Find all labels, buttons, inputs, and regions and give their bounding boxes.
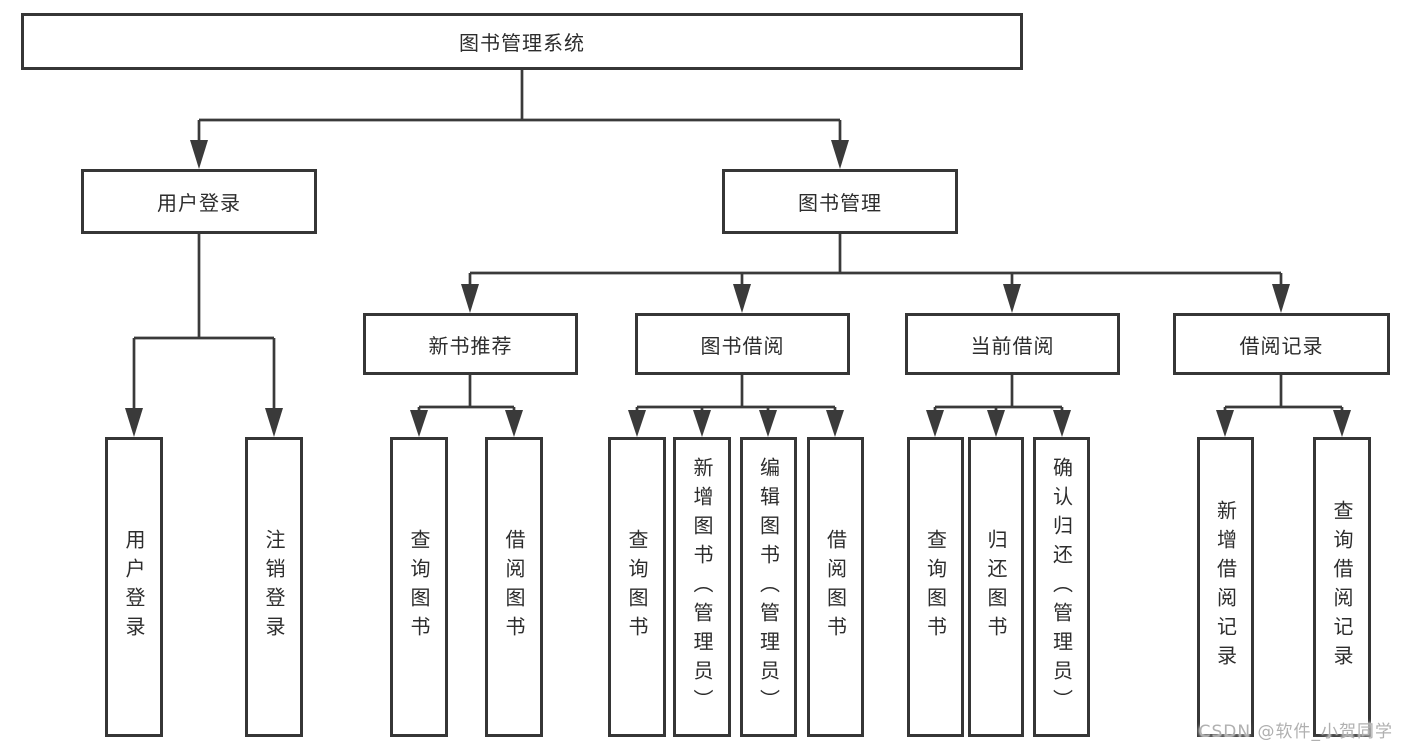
leaf-query-borrow-record: 查询借阅记录 <box>1313 437 1371 737</box>
leaf-confirm-return-admin: 确认归还（管理员） <box>1033 437 1090 737</box>
leaf-query-books-current: 查询图书 <box>907 437 964 737</box>
leaf-return-book-label: 归还图书 <box>984 529 1008 645</box>
node-book-management: 图书管理 <box>722 169 958 234</box>
leaf-add-borrow-record: 新增借阅记录 <box>1197 437 1254 737</box>
leaf-borrow-books-label: 借阅图书 <box>823 529 848 645</box>
leaf-add-book-admin: 新增图书（管理员） <box>673 437 731 737</box>
leaf-user-login: 用户登录 <box>105 437 163 737</box>
leaf-borrow-books: 借阅图书 <box>807 437 864 737</box>
leaf-edit-book-admin: 编辑图书（管理员） <box>740 437 797 737</box>
csdn-watermark: CSDN @软件_小贺同学 <box>1198 722 1393 742</box>
leaf-query-books-recommend: 查询图书 <box>390 437 448 737</box>
leaf-confirm-return-admin-label: 确认归还（管理员） <box>1049 456 1074 718</box>
leaf-query-books-borrow: 查询图书 <box>608 437 666 737</box>
leaf-edit-book-admin-label: 编辑图书（管理员） <box>756 456 781 718</box>
leaf-borrow-books-recommend: 借阅图书 <box>485 437 543 737</box>
leaf-query-borrow-record-label: 查询借阅记录 <box>1330 500 1354 674</box>
node-root-system: 图书管理系统 <box>21 13 1023 70</box>
leaf-borrow-books-recommend-label: 借阅图书 <box>502 529 526 645</box>
node-new-book-recommend: 新书推荐 <box>363 313 578 375</box>
leaf-add-borrow-record-label: 新增借阅记录 <box>1213 500 1238 674</box>
node-book-borrow: 图书借阅 <box>635 313 850 375</box>
leaf-user-login-label: 用户登录 <box>122 529 146 645</box>
leaf-query-books-current-label: 查询图书 <box>923 529 948 645</box>
leaf-logout: 注销登录 <box>245 437 303 737</box>
leaf-query-books-borrow-label: 查询图书 <box>625 529 649 645</box>
leaf-query-books-recommend-label: 查询图书 <box>407 529 431 645</box>
node-current-borrow: 当前借阅 <box>905 313 1120 375</box>
leaf-return-book: 归还图书 <box>968 437 1024 737</box>
leaf-logout-label: 注销登录 <box>262 529 286 645</box>
node-borrow-records: 借阅记录 <box>1173 313 1390 375</box>
leaf-add-book-admin-label: 新增图书（管理员） <box>690 456 714 718</box>
node-user-login: 用户登录 <box>81 169 317 234</box>
